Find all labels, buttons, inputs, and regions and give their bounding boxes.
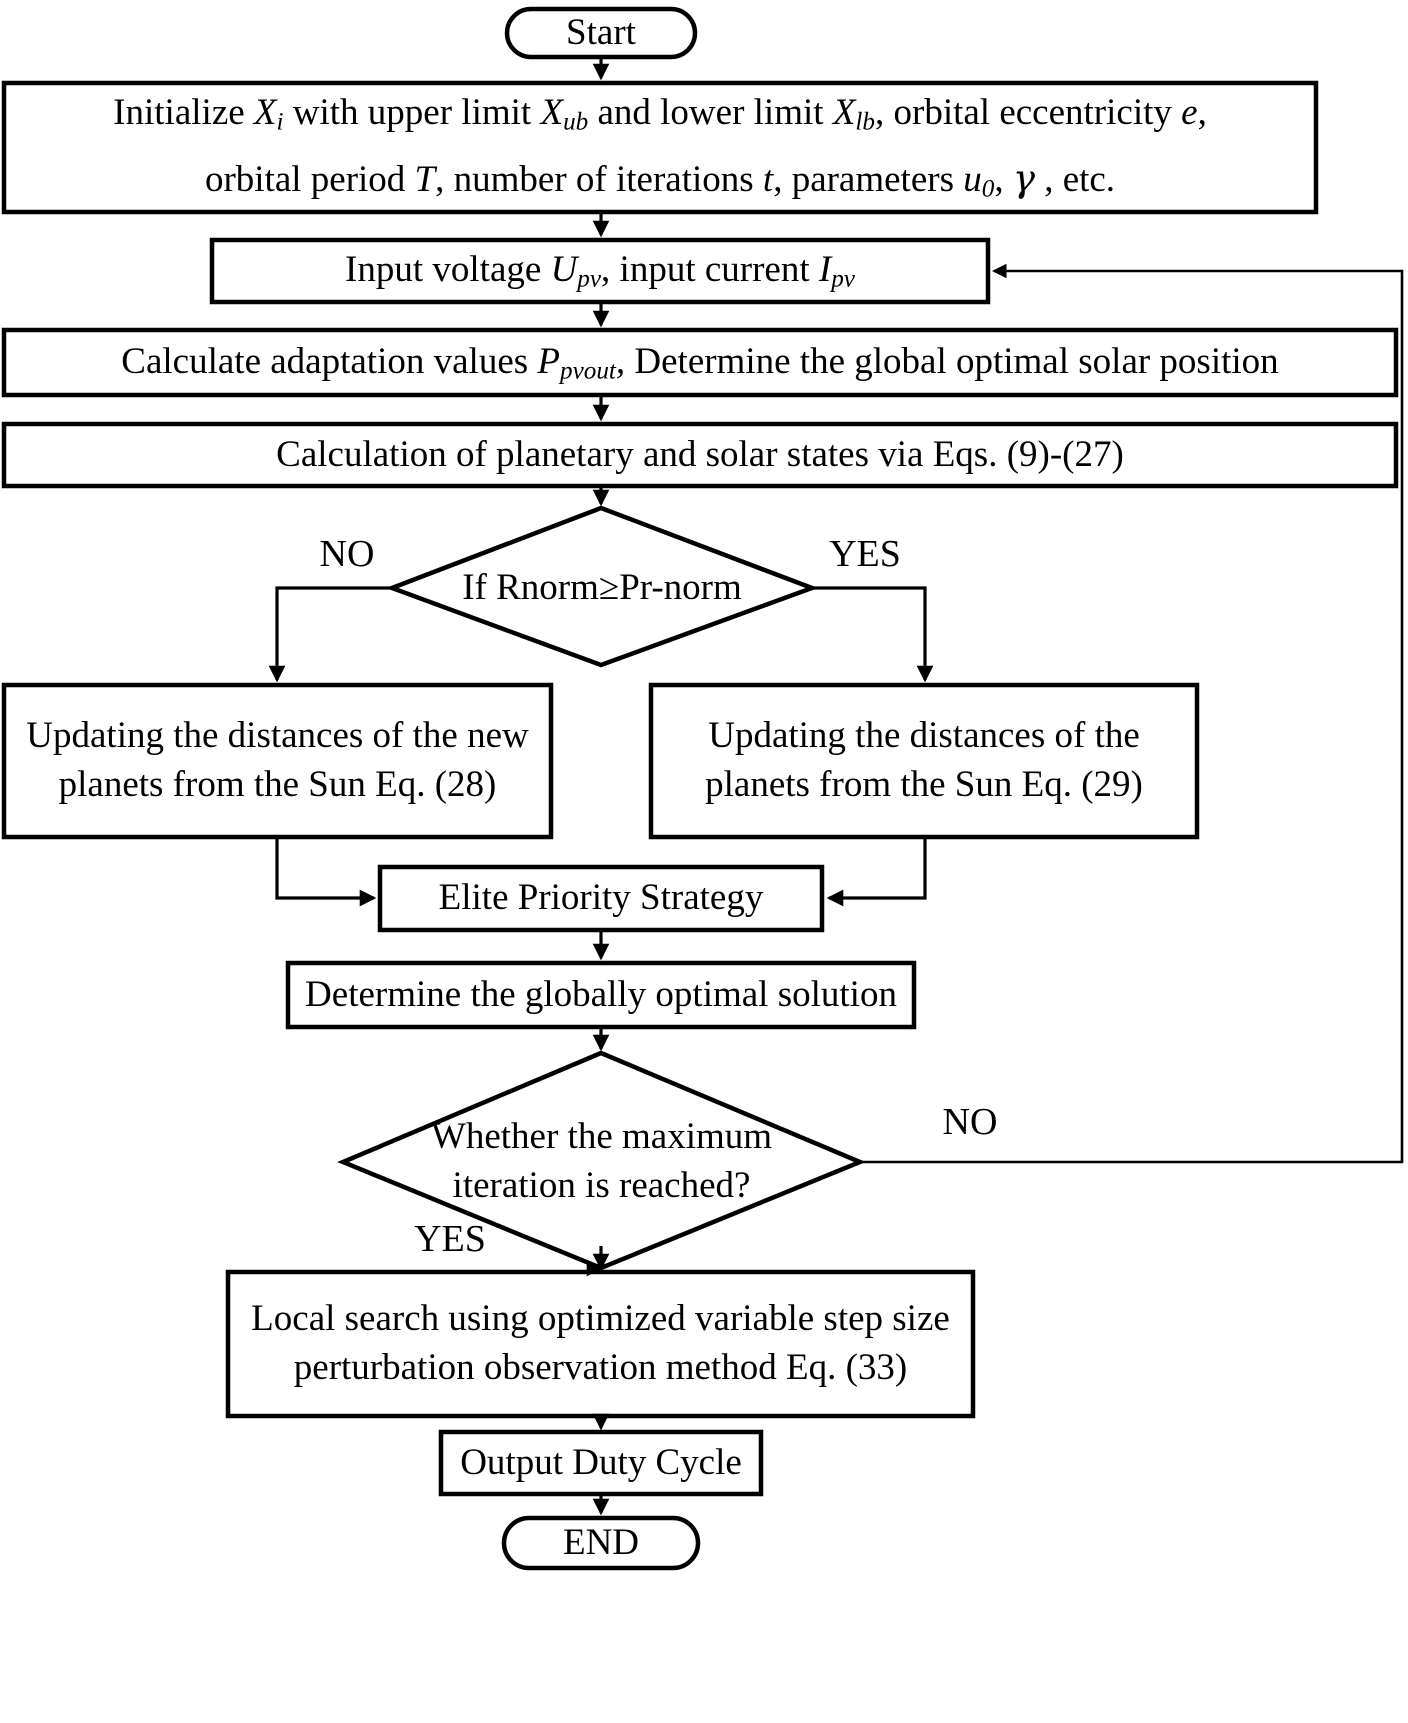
node-output-duty-shape [438, 1429, 764, 1497]
edge-decision1-yes [812, 586, 934, 683]
node-start-shape [504, 6, 698, 60]
edge-update-new-to-elite [275, 837, 377, 907]
node-determine-global-shape [285, 960, 917, 1030]
node-calculate-states-shape [1, 421, 1399, 489]
node-end-shape [501, 1515, 701, 1571]
node-decision-rnorm-shape [385, 505, 819, 668]
node-update-planets-shape [648, 682, 1200, 840]
edge-decision2-no-feedback [860, 263, 1404, 1164]
node-elite-priority-shape [377, 864, 825, 933]
node-calculate-adaptation-shape [1, 327, 1399, 398]
node-input-voltage-shape [209, 237, 991, 305]
node-initialize-shape [1, 80, 1319, 215]
edge-decision1-no [268, 586, 392, 683]
node-local-search-shape [225, 1269, 976, 1419]
node-decision-maxiter-shape [337, 1050, 866, 1271]
node-update-new-planets-shape [1, 682, 554, 840]
edge-update-to-elite [826, 837, 927, 907]
